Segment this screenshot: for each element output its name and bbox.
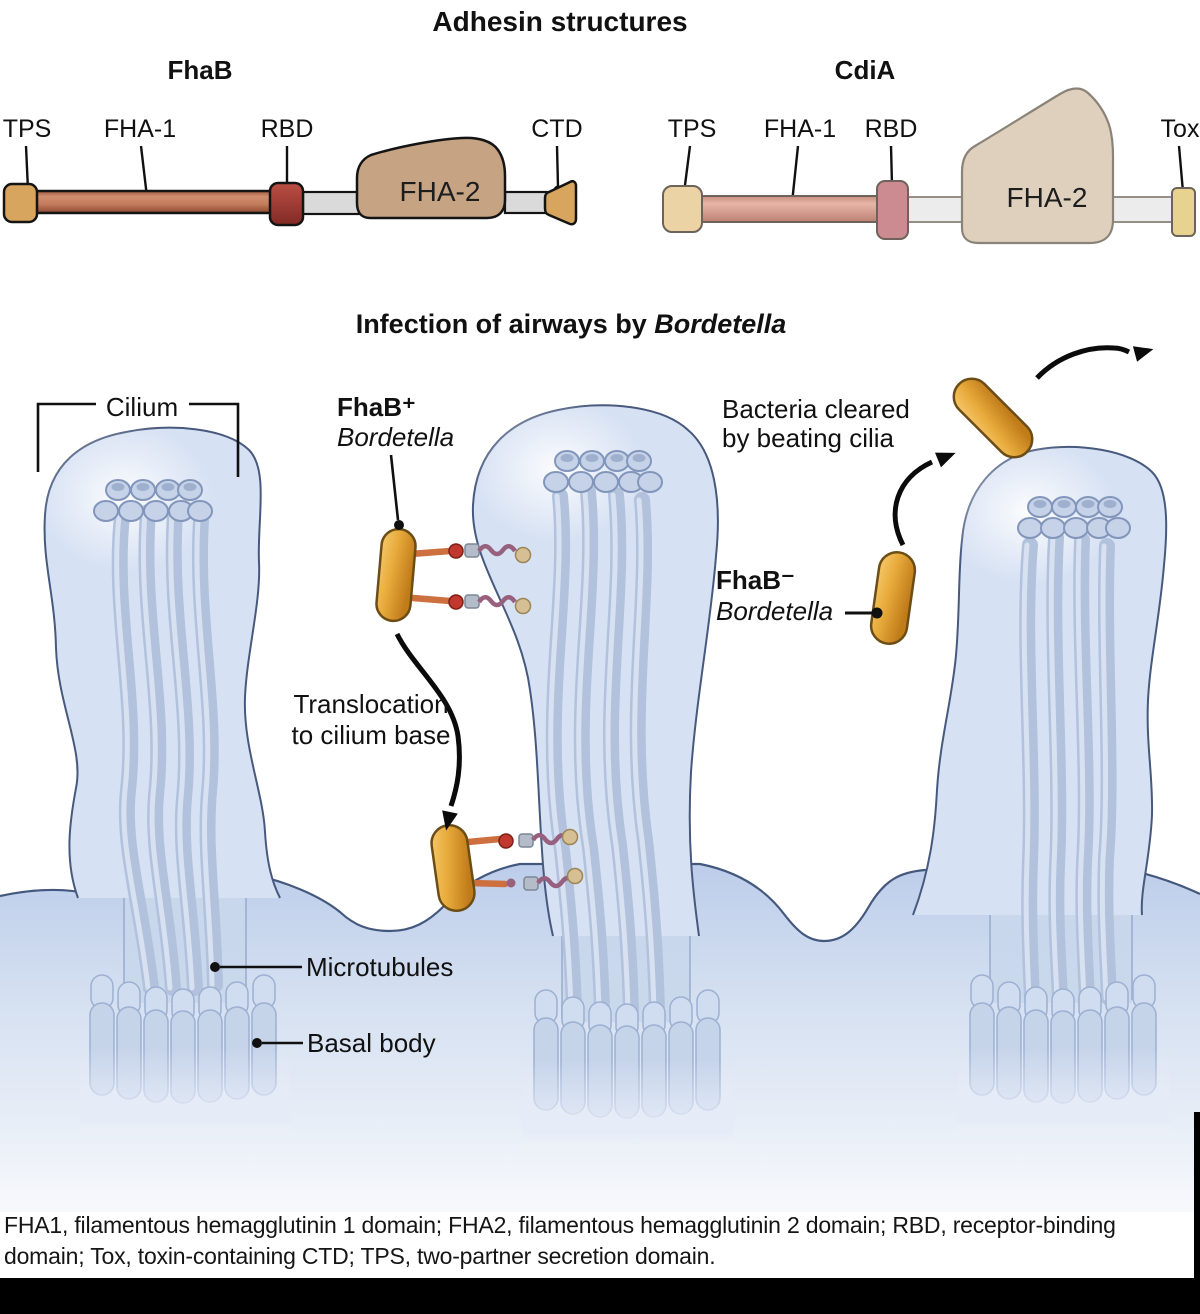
fhab-plus-leader-dot	[394, 520, 404, 530]
basal-fade-middle	[522, 1060, 734, 1145]
cdia-connector-2	[1112, 196, 1174, 223]
cdia-fha2-label: FHA-2	[1006, 182, 1088, 213]
cdia-tox-label: Tox	[1160, 115, 1200, 143]
fhab-ctd-label: CTD	[531, 115, 583, 143]
translocation-arrowhead	[442, 810, 458, 831]
cdia-tox-domain	[1171, 187, 1196, 237]
bottom-bar	[0, 1278, 1200, 1314]
caption-line2: domain; Tox, toxin-containing CTD; TPS, …	[4, 1243, 716, 1269]
cdia-rbd-label: RBD	[864, 115, 918, 143]
cdia-connector-1	[906, 196, 964, 223]
adhesin-fhab-diagram	[2, 136, 578, 227]
fhab-plus-label: FhaB⁺	[337, 392, 416, 422]
fhab-connector-1	[301, 190, 362, 216]
fhab-ctd-domain	[543, 179, 578, 226]
cilium-left	[37, 422, 281, 996]
bacteria-cleared-label-line1: Bacteria cleared	[722, 394, 910, 424]
bacterium-capsule	[375, 527, 417, 623]
cdia-fha1-label: FHA-1	[763, 115, 837, 143]
caption-line1: FHA1, filamentous hemagglutinin 1 domain…	[4, 1212, 1116, 1238]
basal-fade-left	[80, 1048, 290, 1133]
fhab-fha1-label: FHA-1	[103, 115, 177, 143]
cilium-right	[912, 440, 1168, 1008]
cilium-left-tube-ends	[93, 479, 213, 522]
bacterium-fhab-minus	[869, 551, 917, 645]
clearing-arrow-2	[1035, 345, 1131, 380]
bacterium-cleared	[952, 377, 1034, 459]
translocation-arrow	[394, 632, 462, 807]
fhab-tps-domain	[2, 182, 39, 224]
fhab-plus-leader	[389, 454, 400, 521]
clearing-arrowhead-1	[935, 452, 956, 468]
basal-fade-right	[958, 1048, 1170, 1133]
infection-title-prefix: Infection of airways by	[355, 309, 655, 339]
fhab-tps-label: TPS	[2, 115, 52, 143]
cilium-bracket	[36, 402, 240, 477]
cilium-middle-tube-ends	[543, 450, 663, 493]
cdia-tps-domain	[662, 185, 703, 233]
cilium-middle-microtubules	[545, 484, 665, 1018]
cdia-fha2-domain	[960, 87, 1115, 245]
infection-section-title: Infection of airways by Bordetella	[356, 309, 787, 340]
airway-scene	[0, 345, 1200, 1212]
fhab-rbd-domain	[268, 181, 305, 227]
bacteria-cleared-label-line2: by beating cilia	[722, 423, 894, 453]
cdia-title: CdiA	[834, 55, 896, 85]
bacterium-capsule	[430, 823, 476, 913]
bacterium-fhab-plus-attached	[375, 527, 532, 623]
cilium-right-microtubules	[1019, 530, 1117, 1008]
scene-annotations	[36, 402, 883, 1048]
cilium-right-tube-ends	[1017, 496, 1131, 539]
clearing-arrowhead-2	[1132, 346, 1154, 362]
cdia-rbd-domain	[876, 180, 909, 240]
fhab-minus-species-label: Bordetella	[716, 596, 834, 626]
cilium-middle	[470, 398, 719, 1018]
arrows	[394, 345, 1154, 831]
basal-body-label: Basal body	[307, 1028, 436, 1058]
cilium-middle-highlight	[470, 398, 646, 542]
fhab-plus-species-label: Bordetella	[337, 422, 455, 452]
basal-body-leader-dot	[252, 1038, 262, 1048]
translocation-label-line2: to cilium base	[291, 720, 451, 750]
cdia-fha1-domain	[700, 195, 879, 223]
infection-title-species: Bordetella	[654, 309, 787, 339]
fhab-fha2-label: FHA-2	[399, 176, 481, 207]
bacterium-fhab-plus-base	[430, 823, 584, 913]
adhesin-section-title: Adhesin structures	[432, 6, 688, 37]
figure-caption: FHA1, filamentous hemagglutinin 1 domain…	[4, 1210, 1196, 1272]
fhab-title: FhaB	[167, 55, 233, 85]
microtubules-leader-dot	[210, 962, 220, 972]
cilium-left-microtubules	[111, 504, 223, 996]
right-edge-bar	[1194, 1112, 1200, 1282]
adhesin-cdia-diagram	[662, 87, 1196, 245]
fhab-fha2-domain	[355, 136, 507, 220]
fhab-rbd-label: RBD	[260, 115, 314, 143]
translocation-label-line1: Translocation	[293, 689, 449, 719]
fhab-fha1-domain	[31, 189, 273, 215]
cdia-tps-label: TPS	[667, 115, 717, 143]
microtubules-label: Microtubules	[306, 952, 454, 982]
fhab-minus-label: FhaB⁻	[716, 565, 795, 595]
clearing-arrow-1	[892, 459, 934, 547]
fhab-minus-leader-dot	[871, 607, 883, 619]
fhab-connector-2	[503, 190, 551, 215]
cilium-label: Cilium	[105, 392, 179, 422]
